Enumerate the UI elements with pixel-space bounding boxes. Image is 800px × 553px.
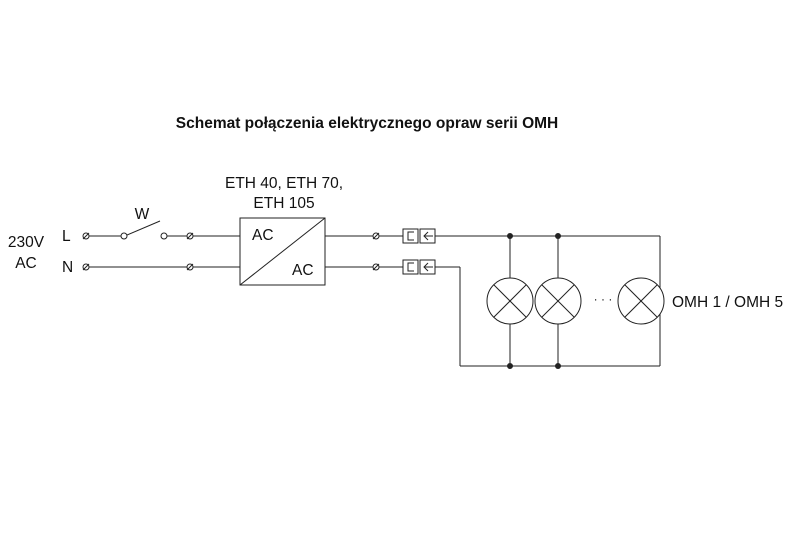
plug-connector-lower — [402, 259, 436, 275]
converter-diagonal — [239, 217, 326, 286]
converter-models-line1: ETH 40, ETH 70, — [225, 175, 343, 192]
live-line-label: L — [62, 228, 71, 245]
switch-contact-left — [120, 232, 128, 240]
converter-box — [239, 217, 326, 286]
live-line — [82, 220, 240, 240]
lamp-2 — [534, 233, 582, 369]
junction-dot — [555, 233, 561, 239]
luminaires-label: OMH 1 / OMH 5 — [672, 294, 783, 311]
plug-connector-upper — [402, 228, 436, 244]
converter-input-label: AC — [252, 227, 274, 244]
switch-lever — [126, 220, 161, 236]
neutral-line — [82, 263, 240, 271]
junction-dot — [507, 233, 513, 239]
junction-dot — [555, 363, 561, 369]
junction-dot — [507, 363, 513, 369]
lamp-n — [617, 236, 665, 366]
output-line-upper — [325, 228, 660, 244]
switch-contact-right — [160, 232, 168, 240]
switch-label: W — [135, 206, 150, 223]
supply-voltage-label: 230V — [8, 234, 45, 251]
lamp-1 — [486, 233, 534, 369]
lamp-ellipsis: · · · — [594, 292, 613, 306]
converter-output-label: AC — [292, 262, 314, 279]
neutral-line-label: N — [62, 259, 73, 276]
diagram-title: Schemat połączenia elektrycznego opraw s… — [176, 115, 558, 132]
converter-models-line2: ETH 105 — [253, 195, 314, 212]
supply-type-label: AC — [15, 255, 37, 272]
